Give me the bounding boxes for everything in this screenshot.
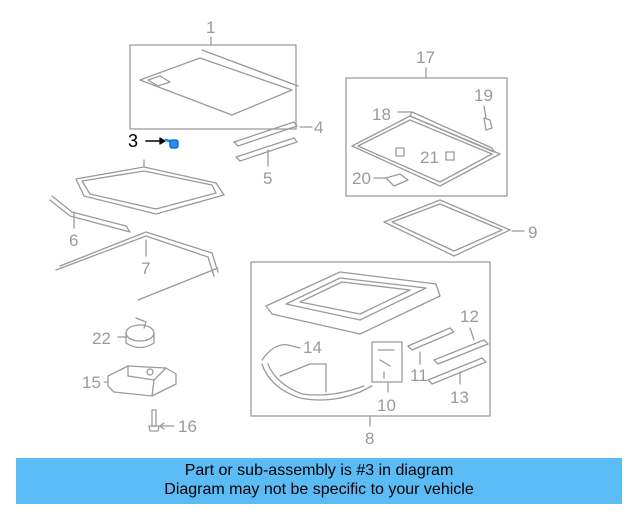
part-12-guide-rail[interactable] [433, 327, 489, 365]
label-part-20: 20 [352, 169, 371, 188]
info-banner: Part or sub-assembly is #3 in diagram Di… [16, 458, 622, 504]
label-part-5: 5 [263, 169, 272, 188]
label-part-14: 14 [303, 338, 322, 357]
part-16-bolt[interactable] [148, 409, 175, 432]
label-part-21: 21 [420, 148, 439, 167]
part-8-frame-assembly[interactable] [250, 261, 491, 427]
label-part-22: 22 [92, 329, 111, 348]
part-22-motor[interactable] [117, 317, 155, 349]
banner-line-2: Diagram may not be specific to your vehi… [164, 481, 474, 498]
part-3-bolt-highlighted[interactable] [145, 137, 179, 149]
part-5-seal-strip[interactable] [235, 137, 298, 167]
label-part-12: 12 [460, 307, 479, 326]
banner-line-1: Part or sub-assembly is #3 in diagram [184, 462, 454, 479]
label-part-17: 17 [416, 48, 435, 67]
parts-diagram: 1 3 4 5 6 7 8 9 10 11 12 13 14 15 16 17 … [49, 18, 537, 448]
label-part-4: 4 [314, 118, 323, 137]
label-part-16: 16 [178, 417, 197, 436]
label-part-3: 3 [128, 131, 138, 151]
part-15-drive-unit[interactable] [103, 365, 177, 397]
part-6-frame-seal[interactable] [49, 159, 225, 233]
part-7-drip-molding[interactable] [55, 231, 219, 301]
label-part-10: 10 [377, 396, 396, 415]
part-4-seal-strip[interactable] [233, 121, 313, 147]
label-part-11: 11 [410, 366, 428, 385]
part-17-sunshade-assembly[interactable] [345, 67, 508, 197]
part-11-guide-rail[interactable] [407, 327, 455, 365]
label-part-18: 18 [372, 105, 391, 124]
label-part-15: 15 [82, 373, 101, 392]
label-part-8: 8 [365, 429, 374, 448]
label-part-1: 1 [206, 18, 215, 37]
label-part-7: 7 [141, 259, 150, 278]
label-part-6: 6 [69, 231, 78, 250]
part-9-glass-seal[interactable] [383, 199, 525, 257]
part-1-glass-assembly[interactable] [129, 36, 299, 130]
label-part-19: 19 [474, 86, 493, 105]
part-10-bracket-set[interactable] [371, 341, 403, 393]
label-part-9: 9 [528, 223, 537, 242]
part-13-guide-rail[interactable] [427, 357, 487, 385]
label-part-13: 13 [450, 388, 469, 407]
part-14-drive-cables[interactable] [261, 343, 373, 401]
